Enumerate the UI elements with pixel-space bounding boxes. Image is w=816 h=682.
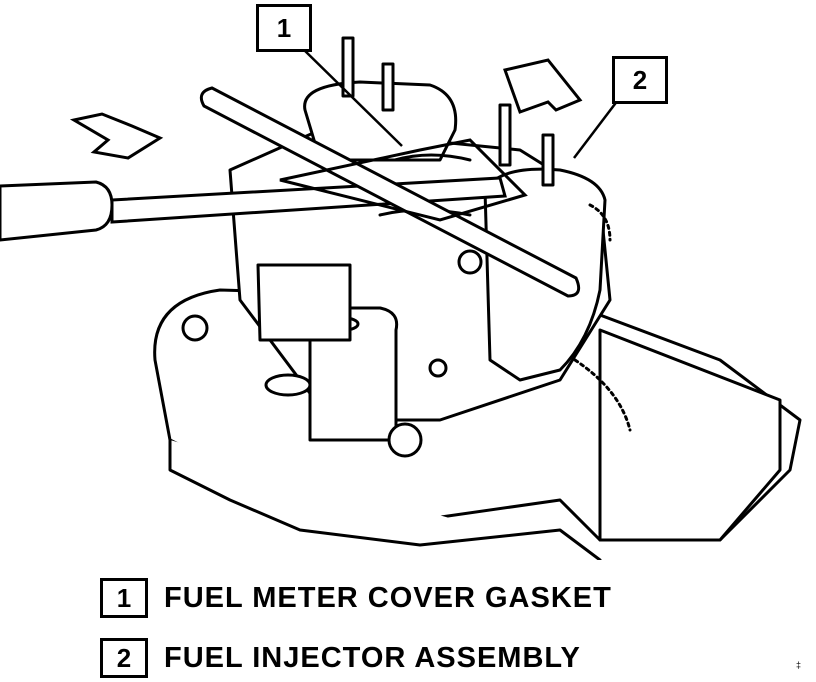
legend-label: FUEL INJECTOR ASSEMBLY [164,641,581,674]
corner-mark: ‡ [796,660,802,670]
port-opening [264,373,312,397]
gasket-shading [573,203,632,432]
legend-item: 2 FUEL INJECTOR ASSEMBLY [100,638,581,678]
legend-item: 1 FUEL METER COVER GASKET [100,578,612,618]
fuel-meter-illustration [0,36,802,560]
fuel-meter-cover [303,80,458,162]
screw [387,422,423,458]
screw [457,249,483,275]
leader-line-1 [299,45,403,147]
arrow-left-icon [69,112,164,160]
screwdriver-handle [0,180,114,242]
terminal-pin [381,62,395,112]
base-plate-edge [168,438,602,560]
arrow-right-icon [503,58,583,114]
terminal-pin [341,36,355,98]
callout-1: 1 [256,4,312,52]
terminal-pin [541,133,555,187]
pry-rod-2 [279,138,528,222]
terminal-pin [498,103,512,167]
callout-2: 2 [612,56,668,104]
pry-rod [199,86,581,298]
callout-1-number: 1 [276,12,292,43]
mounting-bracket [256,263,352,342]
leader-line-2 [573,99,619,159]
right-block [598,328,782,542]
legend-number: 1 [100,578,148,618]
screw [428,358,448,378]
screw [181,314,209,342]
legend-number: 2 [100,638,148,678]
callout-2-number: 2 [632,64,648,95]
legend-label: FUEL METER COVER GASKET [164,581,612,614]
